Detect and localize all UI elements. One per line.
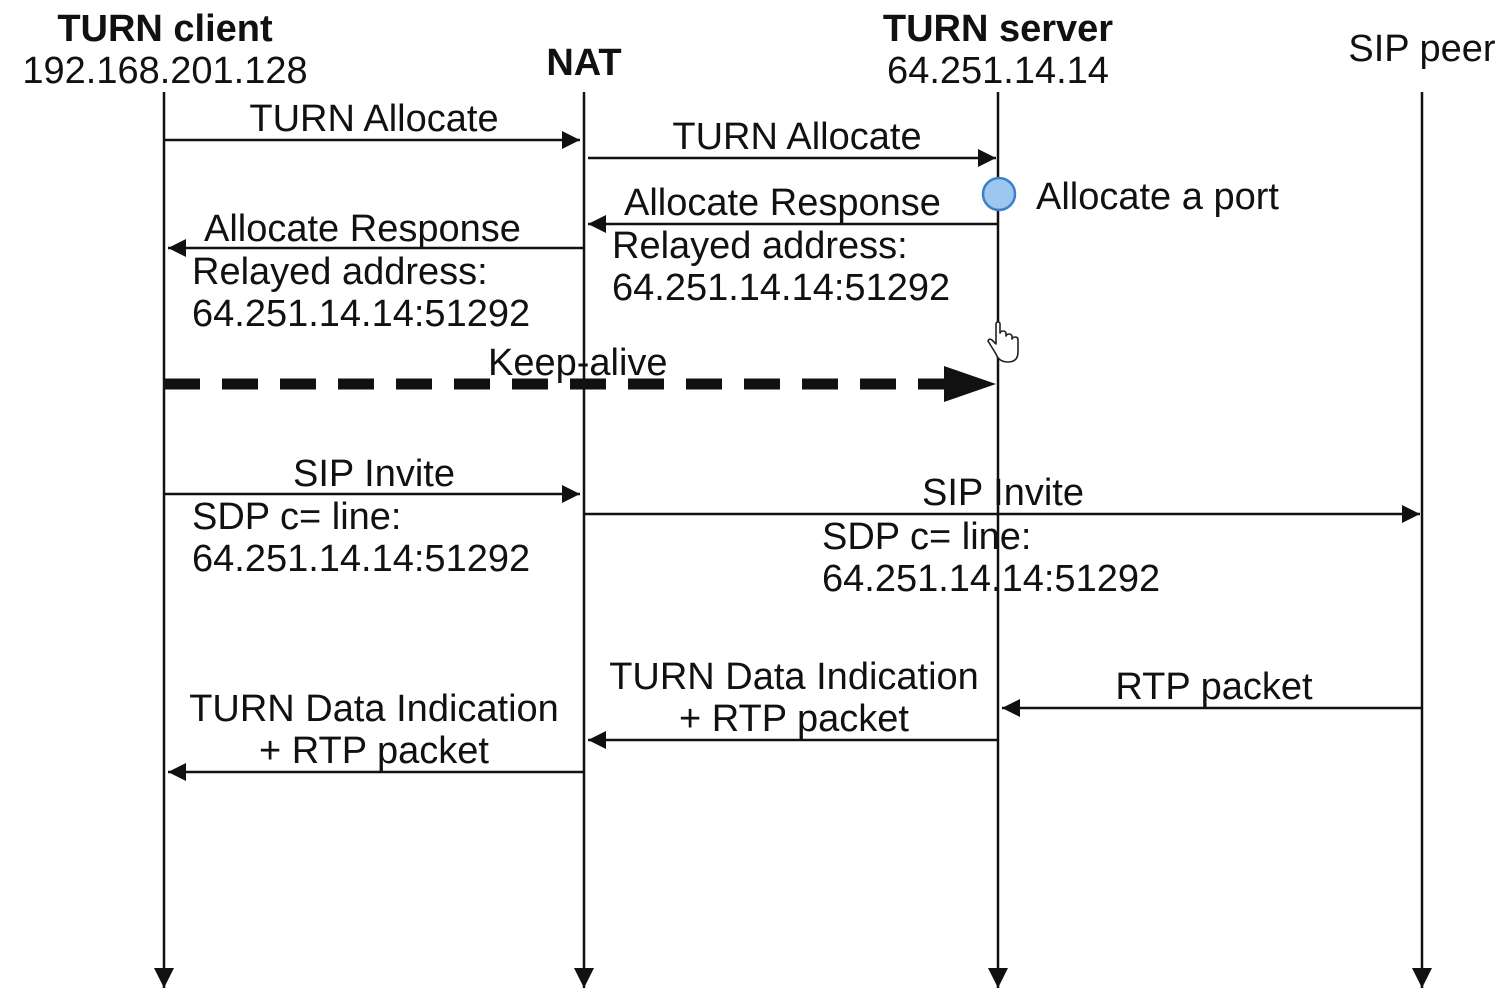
- label-data-server-nat-line1: TURN Data Indication: [609, 656, 979, 698]
- label-invite-nat-peer-title: SIP Invite: [922, 472, 1084, 514]
- label-data-server-nat-line2: + RTP packet: [679, 698, 909, 740]
- label-data-nat-client-line2: + RTP packet: [259, 730, 489, 772]
- participant-server-address: 64.251.14.14: [887, 50, 1109, 92]
- label-allocate-client-nat: TURN Allocate: [249, 98, 499, 140]
- label-invite-nat-peer-line2: 64.251.14.14:51292: [822, 558, 1161, 600]
- label-response-nat-client-line2: 64.251.14.14:51292: [192, 293, 531, 335]
- label-invite-nat-peer-line1: SDP c= line:: [822, 516, 1032, 558]
- label-invite-client-nat-line2: 64.251.14.14:51292: [192, 538, 531, 580]
- label-response-nat-client-line1: Relayed address:: [192, 251, 488, 293]
- label-data-nat-client-line1: TURN Data Indication: [189, 688, 559, 730]
- participant-nat-name: NAT: [546, 42, 622, 84]
- participant-peer-name: SIP peer: [1348, 28, 1496, 70]
- label-response-server-nat-line2: 64.251.14.14:51292: [612, 267, 951, 309]
- participant-client-address: 192.168.201.128: [22, 50, 308, 92]
- label-allocate-nat-server: TURN Allocate: [672, 116, 922, 158]
- label-response-server-nat-title: Allocate Response: [624, 182, 941, 224]
- participant-server-name: TURN server: [882, 8, 1114, 50]
- participant-client-name: TURN client: [57, 8, 273, 50]
- label-response-nat-client-title: Allocate Response: [204, 208, 521, 250]
- hand-cursor-icon: [987, 321, 1019, 363]
- label-invite-client-nat-title: SIP Invite: [293, 453, 455, 495]
- label-response-server-nat-line1: Relayed address:: [612, 225, 908, 267]
- allocate-port-marker: [981, 176, 1017, 212]
- keepalive-arrowhead: [944, 366, 996, 402]
- label-allocate-port: Allocate a port: [1036, 176, 1279, 218]
- label-invite-client-nat-line1: SDP c= line:: [192, 496, 402, 538]
- label-rtp-peer-server: RTP packet: [1115, 666, 1313, 708]
- label-keepalive: Keep-alive: [488, 342, 668, 384]
